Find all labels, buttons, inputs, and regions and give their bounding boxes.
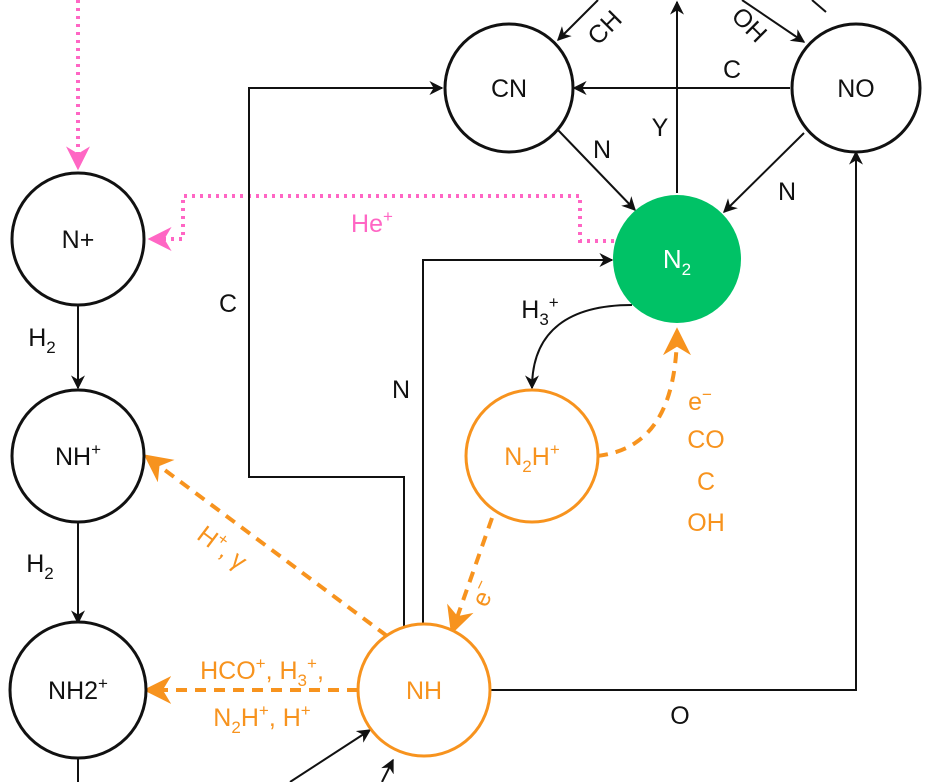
arrow-into-nh-bottom-2 — [381, 758, 394, 782]
arrow-oh-into-no — [741, 0, 806, 43]
label-h2-first: H2 — [28, 324, 56, 357]
label-n2h-h-plus: N2H+, H+ — [213, 701, 310, 737]
label-n-nh-n2: N — [392, 376, 410, 404]
label-e-minus-top: e− — [688, 385, 712, 416]
arrow-nh-to-n2 — [422, 253, 614, 633]
label-o-nh-no: O — [670, 702, 689, 730]
label-oh-top: OH — [726, 2, 772, 48]
node-nh2-plus-label: NH2+ — [48, 674, 108, 705]
node-n2-label: N2 — [663, 244, 691, 279]
node-cn[interactable]: CN — [443, 22, 575, 154]
label-n-no-n2: N — [778, 178, 796, 206]
node-n2h-plus-label: N2H+ — [504, 440, 560, 476]
node-nh[interactable]: NH — [356, 622, 492, 758]
label-gamma-n2-up: Y — [652, 114, 669, 142]
line-into-no-top-right — [811, 0, 827, 13]
arrow-nh-to-no — [490, 150, 863, 691]
arrow-no-to-n2 — [723, 132, 805, 213]
arrow-nh-to-cn-loop — [248, 81, 444, 633]
label-n-cn-n2: N — [593, 136, 611, 164]
orange-arrow-n2h-plus-to-nh — [447, 517, 494, 635]
arrow-into-cn-from-top — [557, 0, 599, 41]
label-oh-orange: OH — [687, 509, 725, 537]
node-nh2-plus[interactable]: NH2+ — [8, 620, 148, 760]
arrow-into-nh-bottom-1 — [289, 729, 372, 782]
label-c-left-loop: C — [219, 290, 237, 318]
label-h2-second: H2 — [26, 550, 54, 583]
label-h-plus-gamma: H+, γ — [192, 518, 254, 576]
arrow-n2-to-n2h-plus — [525, 304, 633, 390]
node-nh-plus[interactable]: NH+ — [10, 388, 146, 524]
node-cn-label: CN — [491, 75, 527, 103]
node-n2h-plus[interactable]: N2H+ — [464, 388, 600, 524]
label-ch-top: CH — [582, 5, 627, 50]
label-c-no-cn: C — [723, 56, 741, 84]
node-nh-plus-label: NH+ — [55, 440, 101, 471]
node-n-plus[interactable]: N+ — [10, 171, 146, 307]
node-no-label: NO — [837, 75, 875, 103]
node-nh-label: NH — [406, 677, 442, 705]
label-h3-plus: H3+ — [521, 293, 559, 329]
node-n-plus-label: N+ — [62, 226, 95, 254]
label-co: CO — [687, 426, 725, 454]
orange-arrow-nh-to-nh-plus — [143, 454, 389, 638]
arrow-cn-to-n2 — [557, 129, 636, 212]
node-n2[interactable]: N2 — [613, 195, 741, 323]
orange-arrow-n2h-plus-to-n2 — [596, 327, 691, 458]
node-no[interactable]: NO — [790, 22, 922, 154]
label-he-plus: He+ — [351, 207, 393, 238]
label-hco-h3-plus: HCO+, H3+, — [200, 654, 324, 690]
label-c-orange: C — [697, 468, 715, 496]
